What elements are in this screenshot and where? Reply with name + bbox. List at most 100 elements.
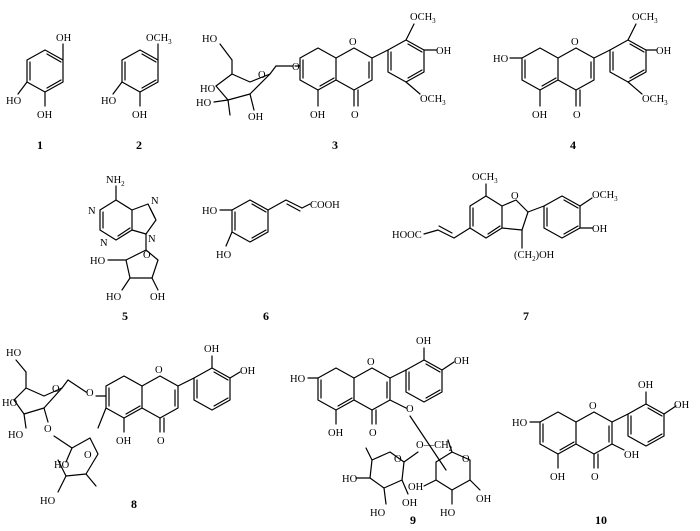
oh-label: OH: [624, 450, 640, 461]
ho-label: HO: [200, 84, 216, 95]
compound-3: HO O O HO HO OH O OH O OCH3 OH OCH3 3: [196, 12, 452, 152]
oh-label: OH: [674, 400, 690, 411]
ring-oxygen-label: O: [571, 37, 579, 48]
methoxy-label: OCH3: [632, 12, 658, 25]
oh-label: OH: [37, 110, 53, 121]
compound-4: HO O OH O OCH3 OH OCH3 4: [493, 12, 672, 152]
compound-10: HO O OH O OH OH OH 10: [512, 380, 690, 527]
ho-label: HO: [202, 34, 218, 45]
compound-number: 4: [570, 138, 576, 152]
oh-label: OH: [436, 46, 452, 57]
compound-6: HO HO COOH 6: [202, 199, 340, 323]
oh-label: OH: [476, 494, 492, 505]
ho-label: HO: [6, 348, 22, 359]
compound-number: 10: [595, 513, 607, 527]
compound-number: 3: [332, 138, 338, 152]
compound-number: 2: [136, 138, 142, 152]
methylene-oxy-label: O—CH2: [416, 440, 453, 453]
compound-7: OCH3 O (CH2)OH OCH3 OH HOOC 7: [392, 172, 618, 323]
ho-label: HO: [370, 508, 386, 519]
oh-label: OH: [150, 292, 166, 303]
oh-label: OH: [240, 366, 256, 377]
oh-label: OH: [592, 224, 608, 235]
keto-oxygen-label: O: [573, 110, 581, 121]
nitrogen-label: N: [88, 206, 96, 217]
ho-label: HO: [512, 418, 528, 429]
ho-label: HO: [290, 374, 306, 385]
ring-oxygen-label: O: [349, 37, 357, 48]
compound-2: OCH3 HO OH 2: [101, 33, 172, 152]
ho-label: HO: [196, 98, 212, 109]
ring-oxygen-label: O: [511, 191, 519, 202]
keto-oxygen-label: O: [591, 472, 599, 483]
oh-label: OH: [310, 110, 326, 121]
methoxy-label: OCH3: [410, 12, 436, 25]
oh-label: OH: [248, 112, 264, 123]
ho-label: HO: [90, 256, 106, 267]
keto-oxygen-label: O: [351, 110, 359, 121]
carboxyl-label: COOH: [310, 200, 340, 211]
oh-label: OH: [532, 110, 548, 121]
methoxy-label: OCH3: [592, 190, 618, 203]
compound-number: 6: [263, 309, 269, 323]
oh-label: OH: [416, 336, 432, 347]
nitrogen-label: N: [100, 238, 108, 249]
ring-oxygen-label: O: [143, 250, 151, 261]
compound-number: 7: [523, 309, 529, 323]
compound-number: 1: [37, 138, 43, 152]
oh-label: OH: [56, 33, 72, 44]
glycosidic-oxygen-label: O: [292, 62, 300, 73]
oh-label: OH: [550, 472, 566, 483]
compound-number: 9: [410, 513, 416, 527]
oh-label: OH: [204, 344, 220, 355]
methoxy-label: OCH3: [420, 94, 446, 107]
methoxy-label: OCH3: [472, 172, 498, 185]
glycosidic-oxygen-label: O: [406, 404, 414, 415]
ho-label: HO: [493, 54, 509, 65]
oh-label: OH: [454, 356, 470, 367]
ho-label: HO: [342, 474, 358, 485]
glycosidic-oxygen-label: O: [44, 424, 52, 435]
ring-oxygen-label: O: [462, 454, 470, 465]
ring-oxygen-label: O: [84, 450, 92, 461]
ring-oxygen-label: O: [52, 384, 60, 395]
nitrogen-label: N: [148, 234, 156, 245]
ring-oxygen-label: O: [367, 357, 375, 368]
ho-label: HO: [6, 96, 22, 107]
keto-oxygen-label: O: [369, 428, 377, 439]
compound-5: NH2 N N N N HO O HO OH 5: [88, 175, 166, 323]
oh-label: OH: [116, 436, 132, 447]
ring-oxygen-label: O: [258, 70, 266, 81]
keto-oxygen-label: O: [157, 436, 165, 447]
ho-label: HO: [202, 206, 218, 217]
ho-label: HO: [8, 430, 24, 441]
ring-oxygen-label: O: [589, 401, 597, 412]
ring-oxygen-label: O: [394, 454, 402, 465]
oh-label: OH: [328, 428, 344, 439]
ho-label: HO: [101, 96, 117, 107]
compound-number: 5: [122, 309, 128, 323]
ho-label: HO: [216, 250, 232, 261]
ho-label: HO: [40, 496, 56, 507]
ho-label: HO: [2, 398, 18, 409]
amine-label: NH2: [106, 175, 125, 188]
ring-oxygen-label: O: [155, 365, 163, 376]
ho-label: HO: [440, 508, 456, 519]
compound-9: HO O OH O OH OH O O HO HO OH: [290, 336, 492, 527]
carboxyl-label: HOOC: [392, 230, 422, 241]
oh-label: OH: [402, 498, 418, 509]
oh-label: OH: [638, 380, 654, 391]
ho-label: HO: [54, 460, 70, 471]
methoxy-label: OCH3: [642, 94, 668, 107]
compound-8: HO O O HO HO O HO O HO O OH O: [2, 344, 256, 511]
oh-label: OH: [656, 46, 672, 57]
oh-label: OH: [408, 482, 424, 493]
oh-label: OH: [132, 110, 148, 121]
glycosidic-oxygen-label: O: [86, 388, 94, 399]
compound-number: 8: [131, 497, 137, 511]
methoxy-label: OCH3: [146, 33, 172, 46]
hydroxymethyl-label: (CH2)OH: [514, 250, 555, 263]
ho-label: HO: [106, 292, 122, 303]
